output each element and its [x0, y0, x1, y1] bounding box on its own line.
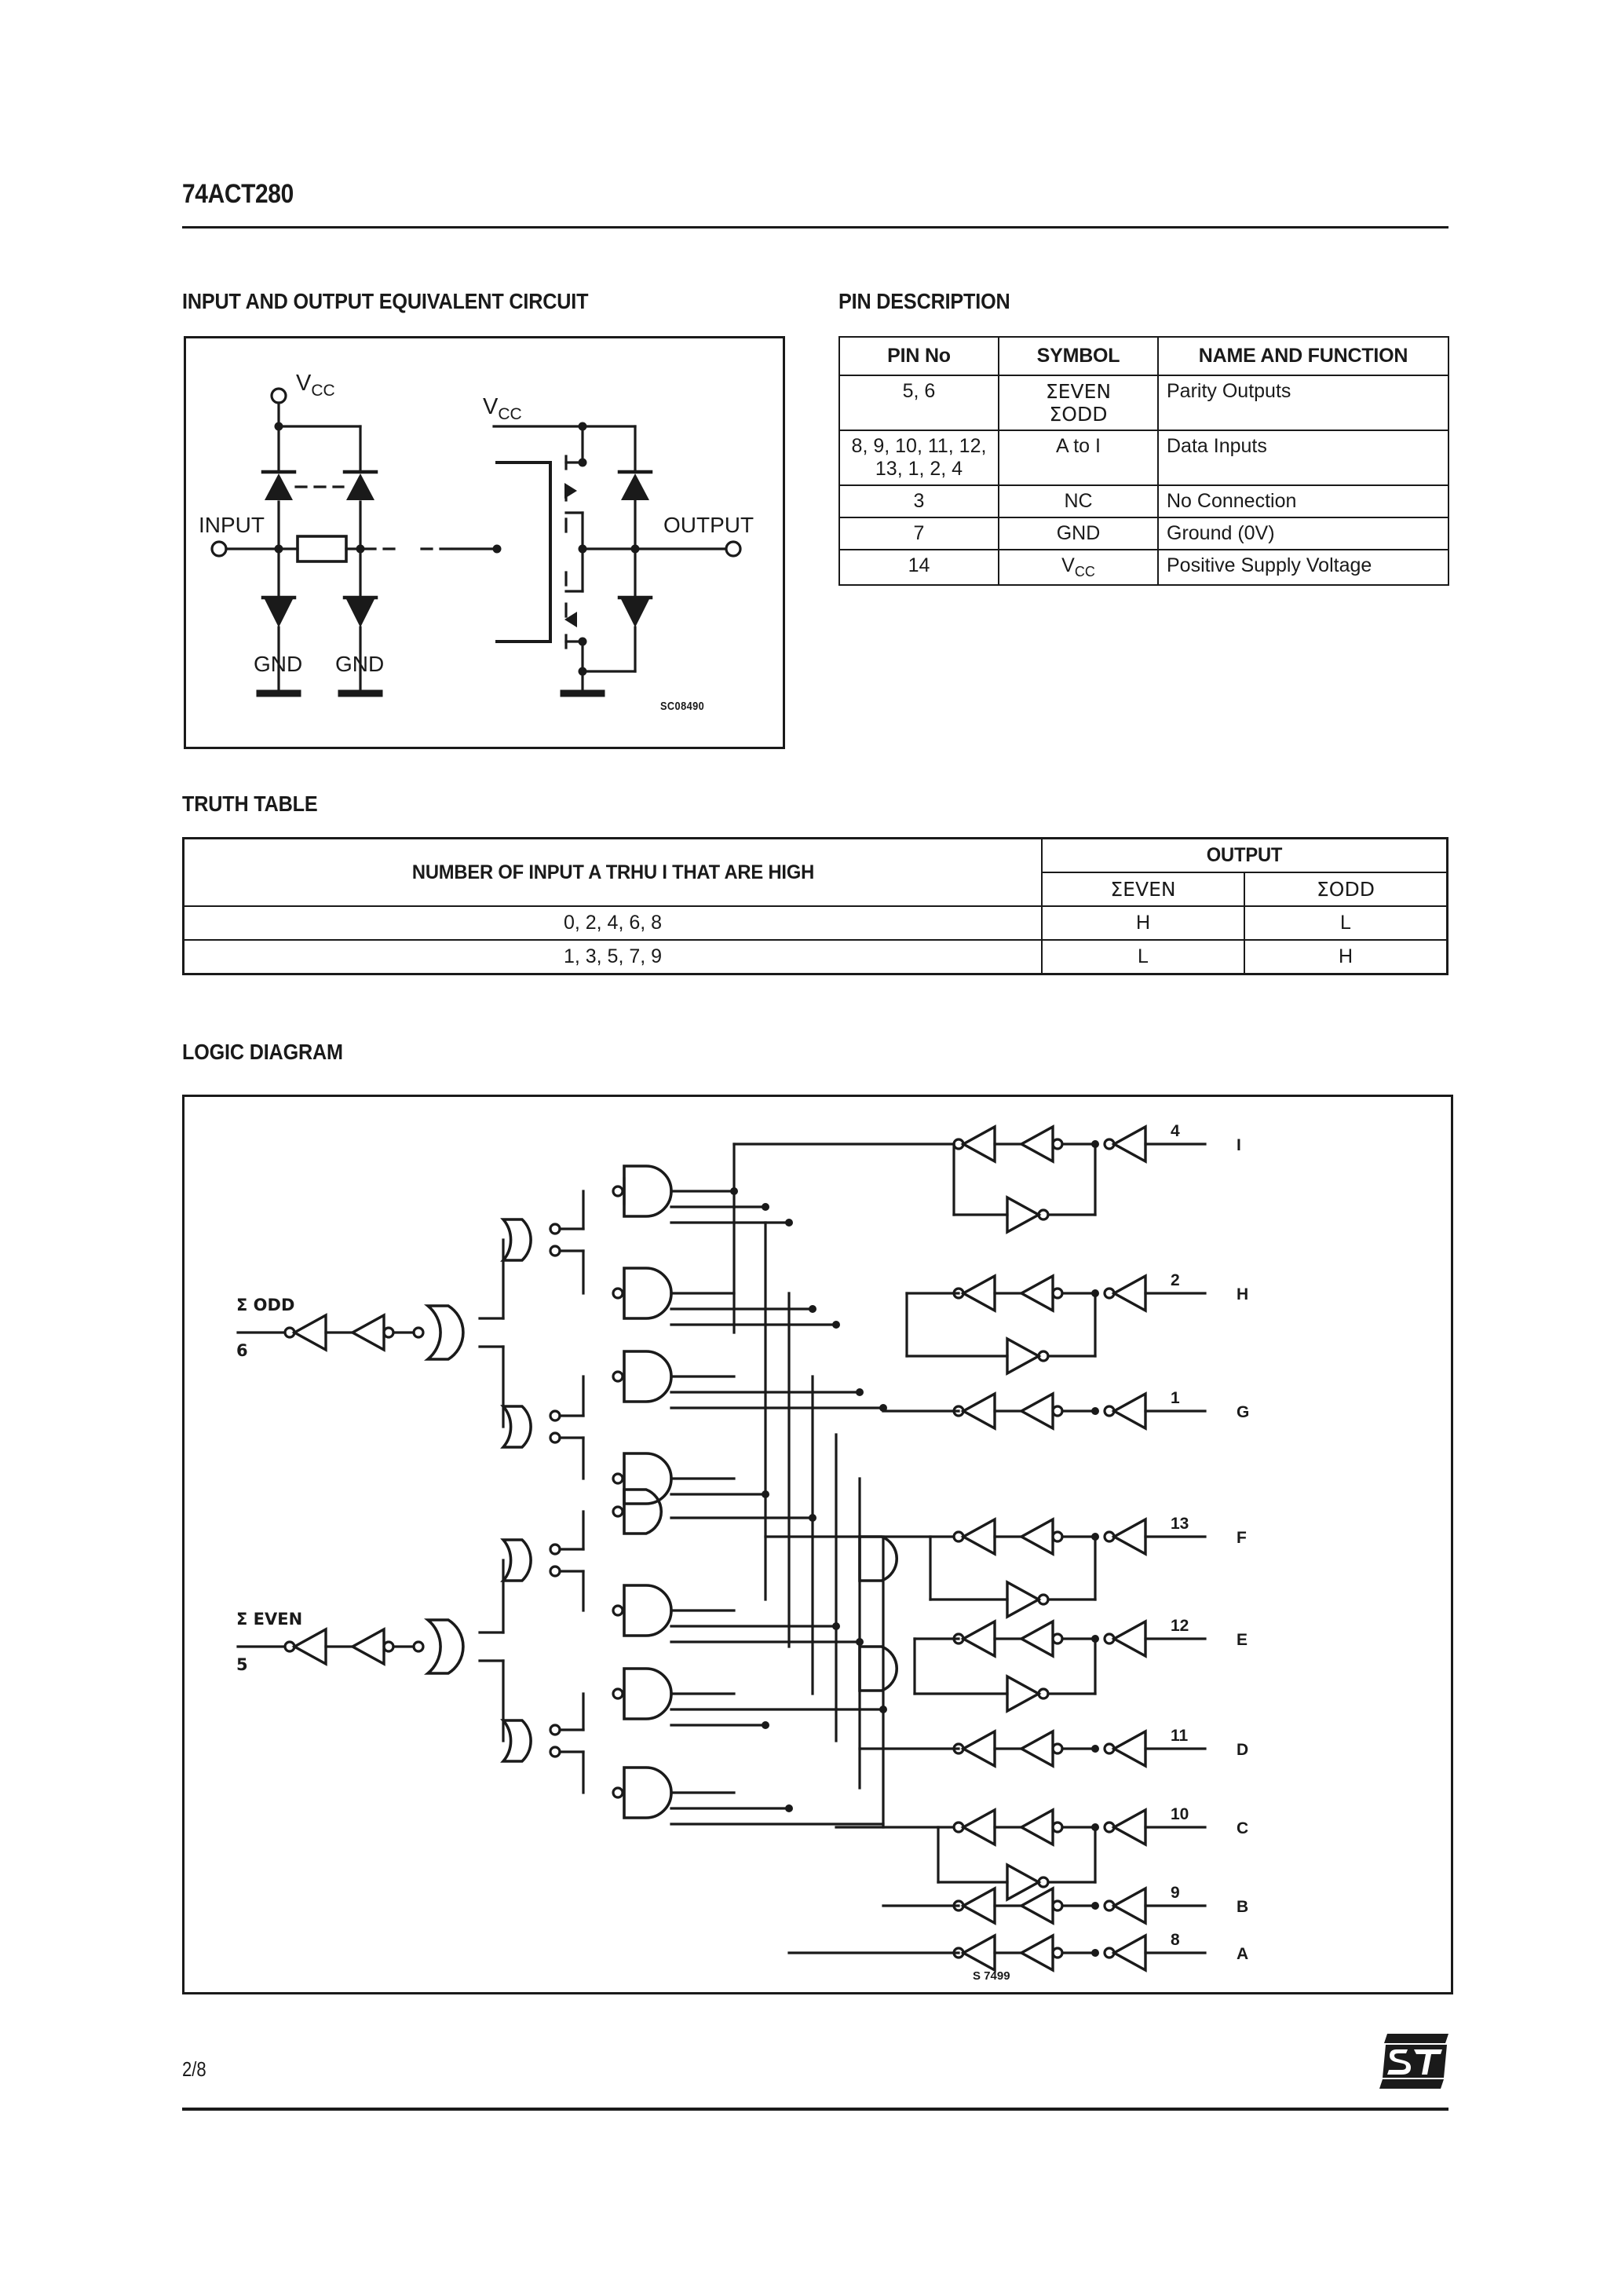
table-header-row: NUMBER OF INPUT A TRHU I THAT ARE HIGH O…	[184, 837, 1448, 907]
circuit-label-vcc-left: VCC	[296, 371, 335, 400]
section-heading-equivalent-circuit: INPUT AND OUTPUT EQUIVALENT CIRCUIT	[182, 289, 589, 313]
logic-signal-name-G: G	[1237, 1403, 1249, 1421]
logic-pin-number-8: 8	[1171, 1931, 1180, 1949]
column-header-name-function: NAME AND FUNCTION	[1157, 336, 1449, 376]
circuit-label-input: INPUT	[199, 513, 265, 537]
logic-input-label-even: Σ EVEN	[236, 1610, 302, 1629]
table-row: 14 VCC Positive Supply Voltage	[838, 549, 1449, 586]
logic-pin-number-4: 4	[1171, 1122, 1180, 1140]
cell-function: Data Inputs	[1157, 430, 1449, 486]
logic-figure-code: S 7499	[973, 1969, 1010, 1983]
logic-diagram-figure: 4 I 2 H 1 G 13 F 12 E 11 D 10 C 9 B 8 A	[182, 1095, 1453, 1994]
symbol-line-2: ΣODD	[1049, 403, 1108, 426]
logic-signal-name-F: F	[1237, 1529, 1247, 1547]
circuit-label-gnd-1: GND	[254, 652, 302, 676]
cell-input-count: 0, 2, 4, 6, 8	[182, 905, 1043, 941]
column-header-pin-no: PIN No	[838, 336, 999, 376]
cell-symbol: NC	[998, 484, 1159, 518]
cell-function: Ground (0V)	[1157, 517, 1449, 550]
cell-function: Parity Outputs	[1157, 375, 1449, 431]
logic-input-pin-even: 5	[236, 1655, 248, 1674]
table-row: 3 NC No Connection	[838, 484, 1449, 518]
cell-sigma-even: H	[1041, 905, 1245, 941]
logic-signal-name-B: B	[1237, 1898, 1248, 1916]
column-header-symbol: SYMBOL	[998, 336, 1159, 376]
cell-function: No Connection	[1157, 484, 1449, 518]
logic-input-pin-odd: 6	[236, 1341, 248, 1360]
table-row: 7 GND Ground (0V)	[838, 517, 1449, 550]
logic-pin-number-2: 2	[1171, 1271, 1180, 1289]
logic-input-label-odd: Σ ODD	[236, 1296, 294, 1314]
cell-pin-no: 7	[838, 517, 999, 550]
column-header-sigma-odd: ΣODD	[1244, 872, 1448, 907]
cell-symbol: ΣEVEN ΣODD	[998, 375, 1159, 431]
page-title: 74ACT280	[182, 179, 294, 209]
logic-signal-name-C: C	[1237, 1819, 1248, 1837]
cell-pin-no: 8, 9, 10, 11, 12, 13, 1, 2, 4	[838, 430, 999, 486]
cell-symbol: GND	[998, 517, 1159, 550]
equivalent-circuit-figure: VCC VCC INPUT OUTPUT GND GND SC08490	[184, 336, 785, 749]
section-heading-logic-diagram: LOGIC DIAGRAM	[182, 1040, 343, 1064]
figure-code: SC08490	[660, 700, 705, 713]
table-row: 1, 3, 5, 7, 9 L H	[182, 939, 1448, 975]
logic-pin-number-12: 12	[1171, 1617, 1189, 1635]
logic-diagram-schematic: 4 I 2 H 1 G 13 F 12 E 11 D 10 C 9 B 8 A	[236, 1122, 1249, 1983]
st-logo	[1379, 2034, 1448, 2089]
circuit-label-vcc-right: VCC	[483, 394, 522, 423]
cell-sigma-even: L	[1041, 939, 1245, 975]
logic-pin-number-1: 1	[1171, 1389, 1180, 1407]
table-header-row: PIN No SYMBOL NAME AND FUNCTION	[838, 336, 1449, 376]
symbol-line-1: ΣEVEN	[1045, 380, 1112, 403]
cell-pin-no: 5, 6	[838, 375, 999, 431]
cell-pin-no: 3	[838, 484, 999, 518]
table-row: 8, 9, 10, 11, 12, 13, 1, 2, 4 A to I Dat…	[838, 430, 1449, 486]
page-number: 2/8	[182, 2057, 206, 2081]
pin-description-table: PIN No SYMBOL NAME AND FUNCTION 5, 6 ΣEV…	[838, 336, 1449, 586]
table-subheader-row: ΣEVEN ΣODD	[184, 872, 1448, 907]
cell-sigma-odd: L	[1244, 905, 1448, 941]
cell-input-count: 1, 3, 5, 7, 9	[182, 939, 1043, 975]
cell-symbol: VCC	[998, 549, 1159, 586]
circuit-label-gnd-2: GND	[335, 652, 384, 676]
cell-symbol: A to I	[998, 430, 1159, 486]
logic-pin-number-11: 11	[1171, 1727, 1189, 1745]
logic-signal-name-E: E	[1237, 1631, 1248, 1649]
logic-signal-name-I: I	[1237, 1136, 1241, 1154]
truth-table: NUMBER OF INPUT A TRHU I THAT ARE HIGH O…	[182, 837, 1448, 975]
logic-signal-name-H: H	[1237, 1285, 1248, 1303]
column-header-sigma-even: ΣEVEN	[1041, 872, 1245, 907]
column-header-input-count: NUMBER OF INPUT A TRHU I THAT ARE HIGH	[203, 837, 1021, 907]
cell-pin-no: 14	[838, 549, 999, 586]
section-heading-truth-table: TRUTH TABLE	[182, 792, 318, 816]
logic-pin-number-9: 9	[1171, 1884, 1180, 1902]
equivalent-circuit-schematic: VCC VCC INPUT OUTPUT GND GND	[199, 371, 754, 697]
logic-signal-name-D: D	[1237, 1741, 1248, 1759]
cell-sigma-odd: H	[1244, 939, 1448, 975]
table-row: 0, 2, 4, 6, 8 H L	[182, 905, 1448, 941]
circuit-label-output: OUTPUT	[663, 513, 754, 537]
column-header-output: OUTPUT	[1050, 837, 1438, 873]
section-heading-pin-description: PIN DESCRIPTION	[838, 289, 1010, 313]
logic-signal-name-A: A	[1237, 1945, 1248, 1963]
footer-divider	[182, 2108, 1448, 2111]
logic-pin-number-13: 13	[1171, 1515, 1189, 1533]
table-row: 5, 6 ΣEVEN ΣODD Parity Outputs	[838, 375, 1449, 431]
logic-pin-number-10: 10	[1171, 1805, 1189, 1823]
header-divider	[182, 226, 1448, 229]
cell-function: Positive Supply Voltage	[1157, 549, 1449, 586]
